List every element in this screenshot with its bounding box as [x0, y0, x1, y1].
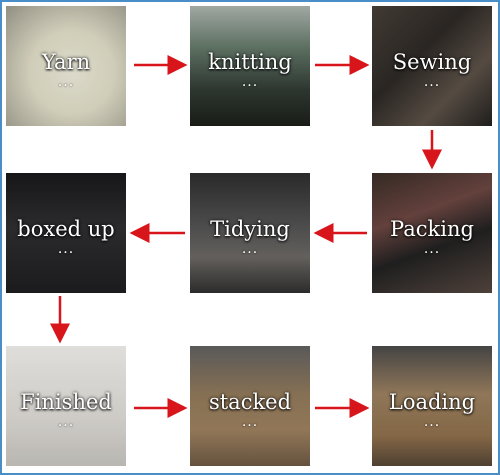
step-boxed-up: boxed up ... [6, 173, 126, 293]
step-loading: Loading ... [372, 346, 492, 466]
step-label: Loading [388, 390, 476, 414]
step-label: Tidying [210, 217, 290, 241]
step-dots: ... [57, 241, 75, 257]
step-dots: ... [241, 241, 259, 257]
step-dots: ... [423, 241, 441, 257]
step-dots: ... [241, 414, 259, 430]
step-dots: ... [57, 414, 75, 430]
step-stacked: stacked ... [190, 346, 310, 466]
step-finished: Finished ... [6, 346, 126, 466]
step-dots: ... [423, 414, 441, 430]
step-label: knitting [208, 50, 292, 74]
step-packing: Packing ... [372, 173, 492, 293]
step-yarn: Yarn ... [6, 6, 126, 126]
step-label: Finished [20, 390, 112, 414]
step-sewing: Sewing ... [372, 6, 492, 126]
step-dots: ... [241, 74, 259, 90]
step-label: Packing [390, 217, 474, 241]
step-tidying: Tidying ... [190, 173, 310, 293]
step-dots: ... [57, 74, 75, 90]
step-label: Yarn [41, 50, 91, 74]
step-knitting: knitting ... [190, 6, 310, 126]
step-label: boxed up [17, 217, 115, 241]
step-dots: ... [423, 74, 441, 90]
step-label: Sewing [392, 50, 472, 74]
step-label: stacked [208, 390, 292, 414]
